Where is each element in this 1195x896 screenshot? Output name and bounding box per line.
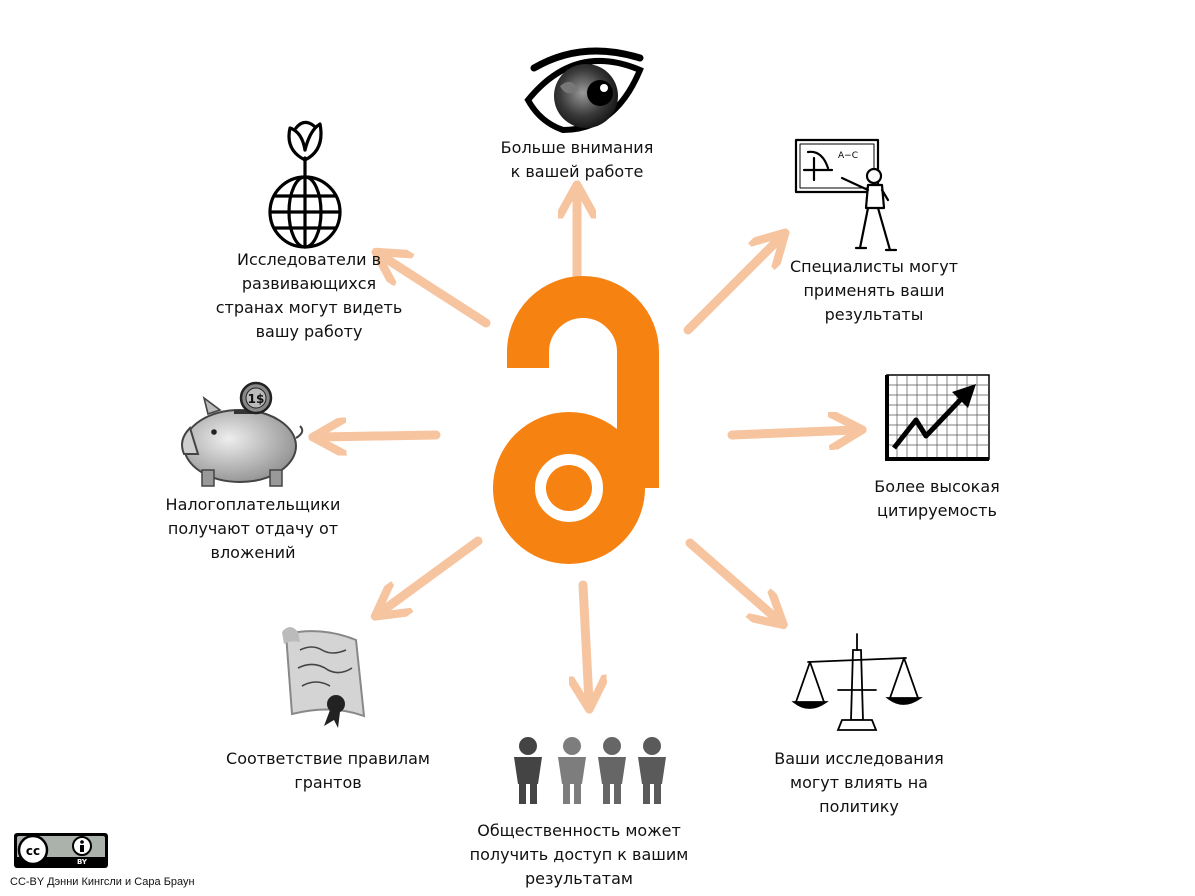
cc-badge-text: cc [26,844,40,858]
piggy-bank-icon [181,396,304,487]
svg-text:A−C: A−C [838,151,858,161]
scroll-icon [282,627,366,728]
scales-icon [791,633,923,731]
label-line: Более высокая [874,477,1000,496]
arrow-group [320,192,855,702]
label-line: результаты [824,305,924,324]
open-access-lock-icon [493,276,659,564]
label-line: Ваши исследования [774,749,944,768]
label-line: Соответствие правилам [226,749,430,768]
label-taxpayers: Налогоплательщики получают отдачу от вложе… [133,493,373,565]
arrow-grants [381,536,483,612]
label-attention: Больше внимания к вашей работе [457,136,697,184]
growth-chart-icon [885,374,990,461]
label-practitioners: Специалисты могут применять ваши результат… [754,255,994,327]
label-policy: Ваши исследования могут влиять на политику [739,747,979,819]
label-line: цитируемость [877,501,997,520]
coin-label: 1$ [248,392,265,406]
label-line: вашу работу [255,322,363,341]
people-icon [514,737,666,804]
cc-by-badge-icon [14,833,108,868]
eye-icon [524,47,644,134]
label-line: Исследователи в [236,250,382,269]
by-badge-text: BY [77,858,88,866]
label-line: Специалисты могут [789,257,959,276]
arrow-taxpayers [320,435,441,437]
arrow-practitioners [683,238,780,335]
label-line: развивающихся [241,274,377,293]
label-line: получить доступ к вашим [469,845,689,864]
label-line: вложений [210,543,296,562]
label-line: политику [819,797,899,816]
arrow-developing [382,256,491,328]
presenter-icon: A−C [794,138,898,252]
lock-keyhole [546,465,592,511]
label-line: результатам [525,869,633,888]
globe-plant-icon [268,120,342,249]
label-line: Больше внимания [500,138,654,157]
coin-icon [239,381,273,415]
label-grants: Соответствие правилам грантов [208,747,448,795]
arrow-citations [727,430,855,435]
arrow-policy [685,538,778,620]
label-line: к вашей работе [510,162,644,181]
license-credit: CC-BY Дэнни Кингсли и Сара Браун [10,876,195,888]
label-line: могут влиять на [790,773,928,792]
label-line: грантов [294,773,362,792]
label-line: применять ваши [803,281,945,300]
label-line: странах могут видеть [215,298,403,317]
label-line: Налогоплательщики [165,495,341,514]
label-line: Общественность может [477,821,681,840]
label-developing: Исследователи в развивающихся странах могу… [189,248,429,344]
label-citations: Более высокая цитируемость [817,475,1057,523]
arrow-public [583,580,589,702]
label-line: получают отдачу от [167,519,339,538]
label-public: Общественность может получить доступ к ва… [449,819,709,891]
